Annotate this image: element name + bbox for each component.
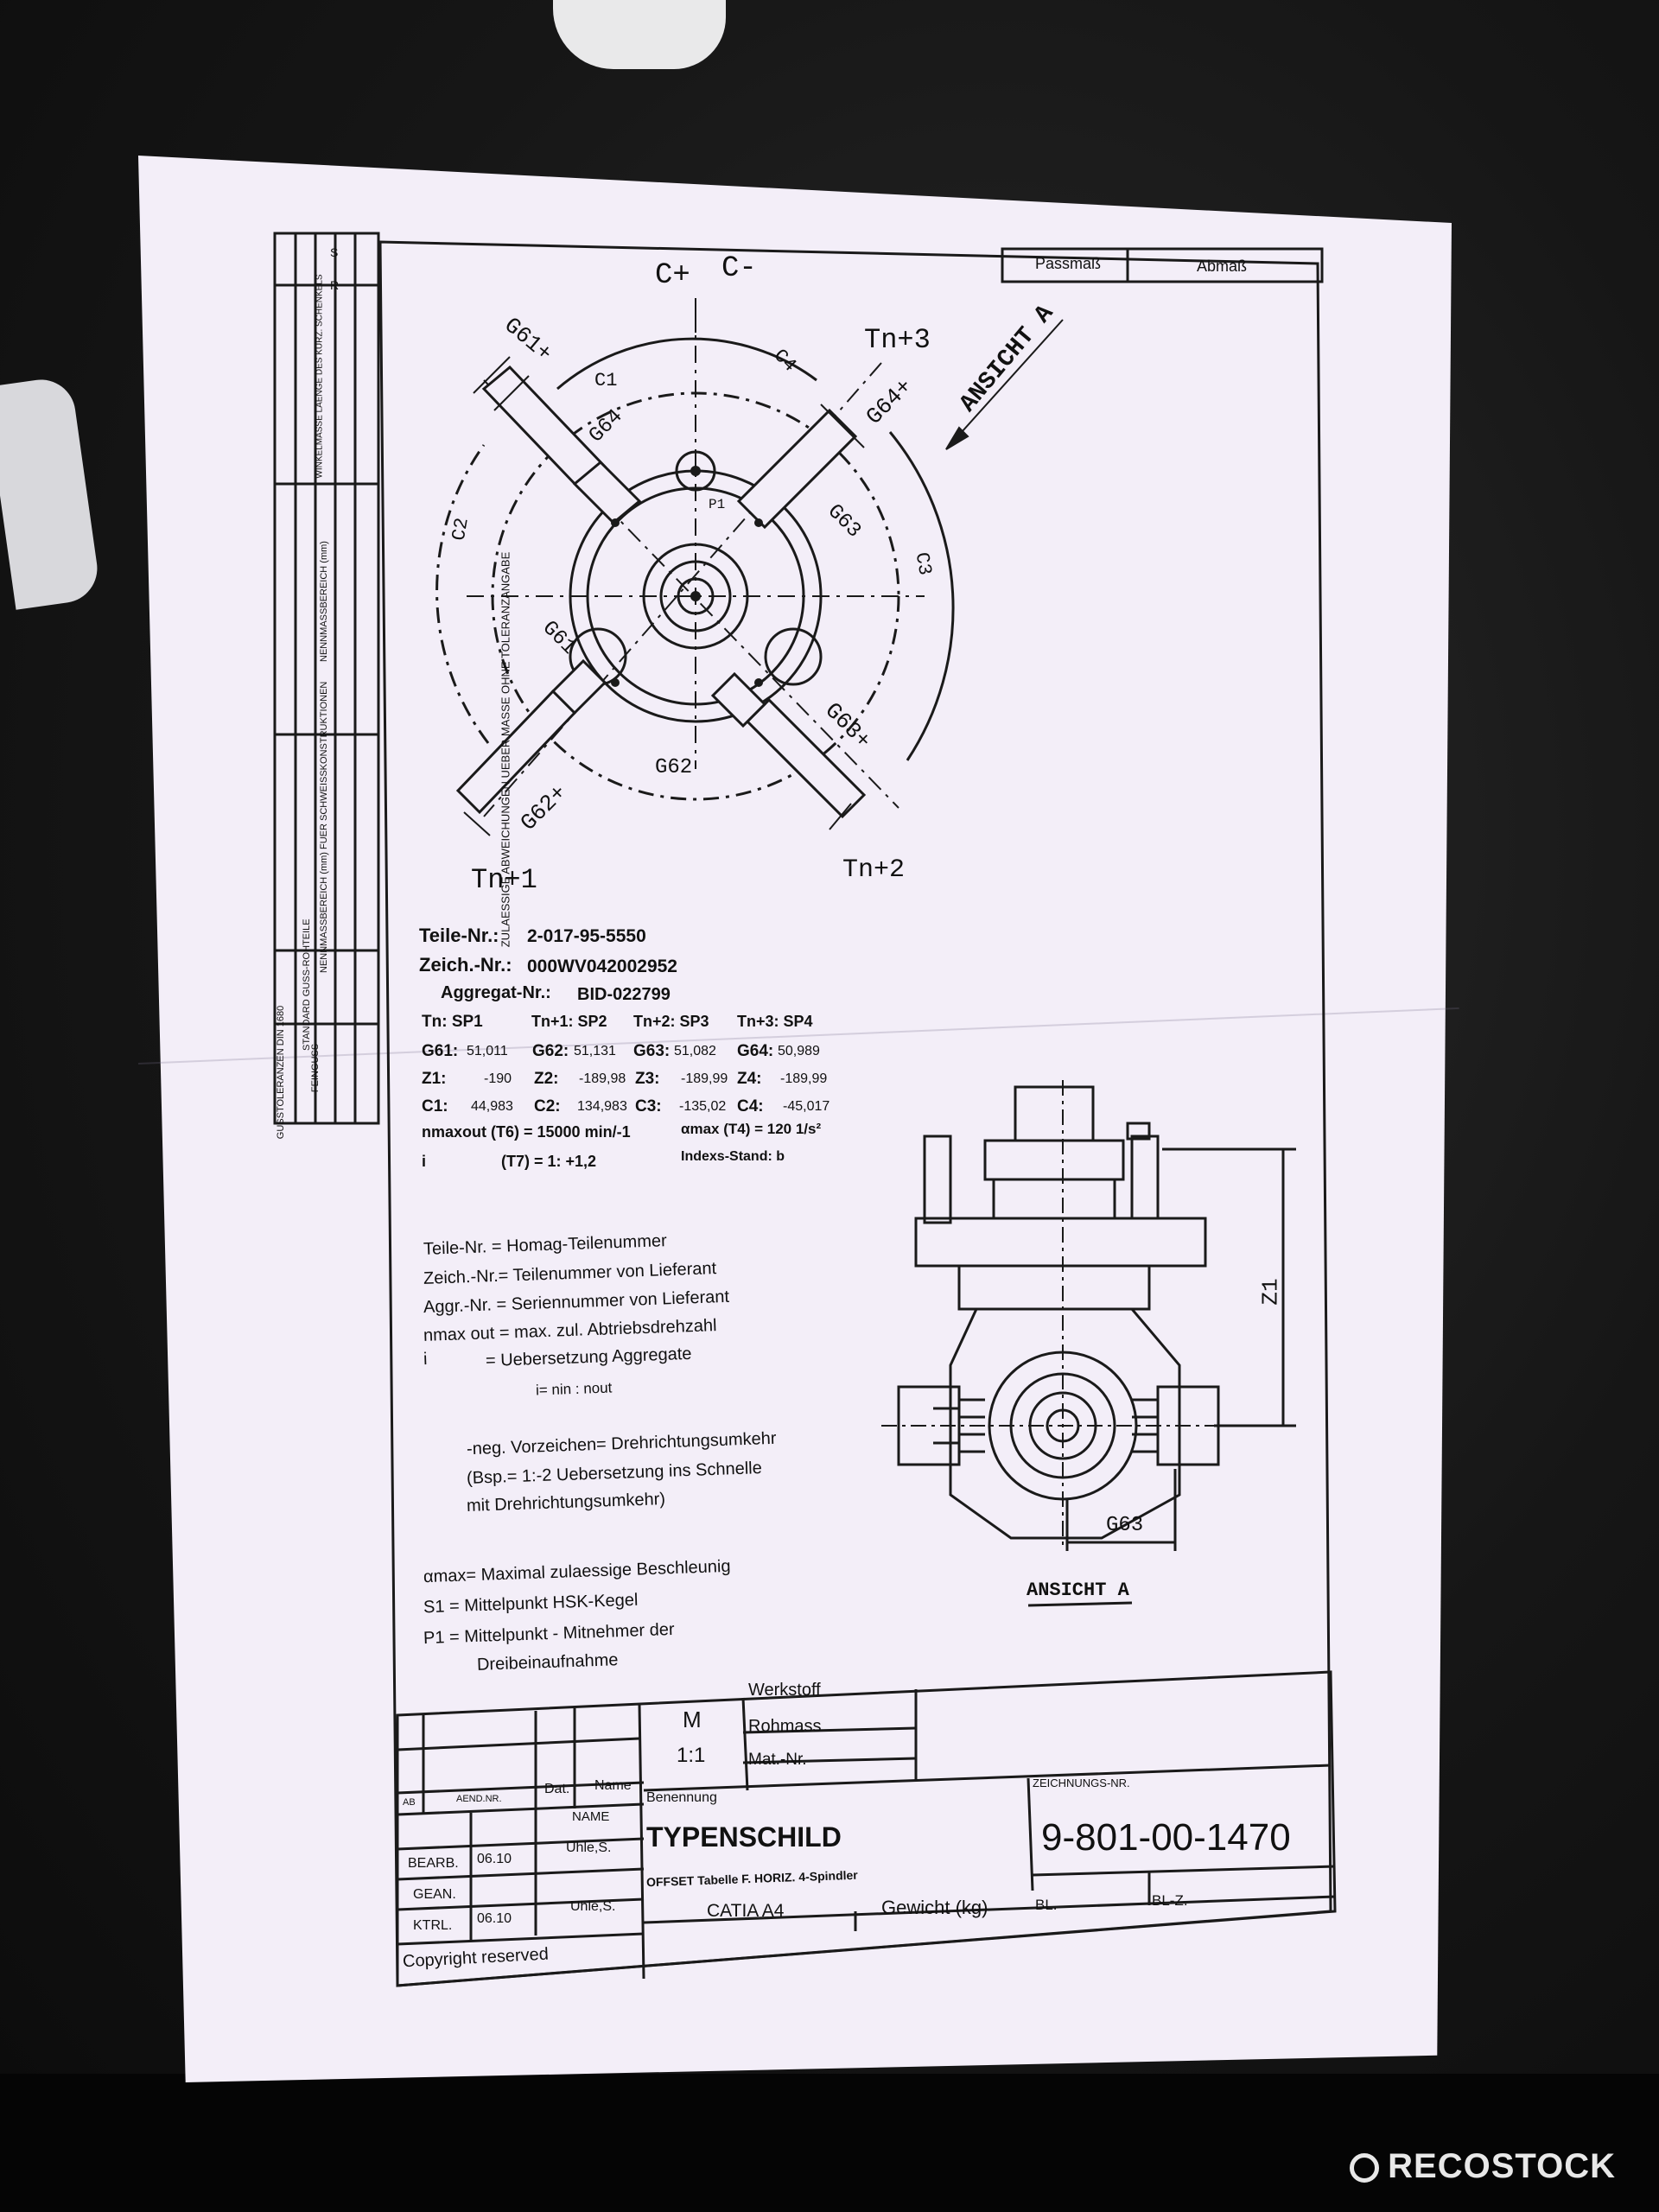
g64-param-value: 50,989 bbox=[778, 1044, 820, 1058]
tolerance-col-nenn: NENNMASSBEREICH (mm) bbox=[319, 541, 329, 662]
g63-param-label: G63: bbox=[633, 1042, 671, 1060]
tolerance-col-winkel: WINKELMASSE LAENGE DES KURZ. SCHENKELS bbox=[315, 274, 325, 479]
ktrl-label: KTRL. bbox=[413, 1918, 453, 1933]
aggregat-value: BID-022799 bbox=[577, 985, 671, 1004]
tolerance-table-frame bbox=[273, 232, 380, 1125]
z4-param-value: -189,99 bbox=[780, 1071, 828, 1086]
watermark-icon bbox=[1350, 2153, 1380, 2183]
tolerance-title: ZULAESSIGE ABWEICHUNGEN UEBER MASSE OHNE… bbox=[499, 551, 512, 948]
z2-param-label: Z2: bbox=[534, 1070, 559, 1088]
tn2-label-param: Tn+2: SP3 bbox=[633, 1013, 709, 1030]
gewicht-label: Gewicht (kg) bbox=[881, 1897, 988, 1918]
c4-param-label: C4: bbox=[737, 1097, 764, 1116]
nmax-line: nmaxout (T6) = 15000 min/-1 bbox=[422, 1123, 631, 1141]
scale-m: M bbox=[683, 1707, 702, 1732]
werkstoff-label: Werkstoff bbox=[748, 1681, 821, 1700]
legend-ratio: i= nin : nout bbox=[535, 1379, 613, 1399]
passmass-label: Passmaß bbox=[1035, 255, 1102, 272]
mat-nr-label: Mat.-Nr. bbox=[748, 1751, 807, 1769]
bearb-date: 06.10 bbox=[477, 1852, 512, 1866]
gean-label: GEAN. bbox=[413, 1887, 456, 1902]
teile-label: Teile-Nr.: bbox=[419, 925, 499, 946]
g62-param-label: G62: bbox=[532, 1042, 569, 1060]
catia-label: CATIA A4 bbox=[707, 1901, 785, 1921]
g64-param-label: G64: bbox=[737, 1042, 774, 1060]
z2-param-value: -189,98 bbox=[579, 1071, 626, 1086]
tn1-label-param: Tn+1: SP2 bbox=[531, 1013, 607, 1030]
c3-param-label: C3: bbox=[635, 1097, 662, 1116]
watermark-text: RECOSTOCK bbox=[1388, 2147, 1616, 2185]
z1-param-label: Z1: bbox=[422, 1070, 447, 1088]
zeichnungs-nr: 9-801-00-1470 bbox=[1041, 1816, 1291, 1859]
g61-param-label: G61: bbox=[422, 1042, 459, 1060]
c4-param-value: -45,017 bbox=[783, 1099, 830, 1114]
tn1-label: Tn+1 bbox=[471, 864, 537, 896]
tolerance-col-s: S bbox=[330, 245, 339, 259]
g62-label: G62 bbox=[655, 756, 693, 779]
c-plus-label: C+ bbox=[655, 259, 690, 292]
z1-param-value: -190 bbox=[484, 1071, 512, 1086]
tn2-label: Tn+2 bbox=[842, 855, 906, 885]
abmass-label: Abmaß bbox=[1197, 257, 1248, 275]
bearb-name: Uhle,S. bbox=[566, 1840, 612, 1855]
blz-label: BL-Z. bbox=[1152, 1892, 1188, 1909]
c1-param-value: 44,983 bbox=[471, 1099, 513, 1114]
ktrl-name: Uhle,S. bbox=[570, 1899, 616, 1914]
drawing-frame bbox=[378, 240, 1332, 1987]
p1-label: P1 bbox=[709, 497, 726, 512]
tolerance-col-weld: NENNMASSBEREICH (mm) FUER SCHWEISSKONSTR… bbox=[319, 681, 329, 973]
name2-label: NAME bbox=[572, 1809, 610, 1824]
z3-param-value: -189,99 bbox=[681, 1071, 728, 1086]
ansicht-a-label: ANSICHT A bbox=[1027, 1580, 1129, 1601]
i-line: (T7) = 1: +1,2 bbox=[501, 1153, 597, 1170]
z3-param-label: Z3: bbox=[635, 1070, 660, 1088]
z4-param-label: Z4: bbox=[737, 1070, 762, 1088]
tolerance-feinguss: FEINGUSS bbox=[310, 1043, 321, 1093]
index-line: Indexs-Stand: b bbox=[681, 1149, 785, 1164]
document-title: TYPENSCHILD bbox=[646, 1821, 842, 1853]
bearb-label: BEARB. bbox=[408, 1856, 459, 1871]
rohmass-label: Rohmass bbox=[748, 1717, 822, 1736]
cloth bbox=[553, 0, 726, 69]
c3-label: C3 bbox=[910, 550, 936, 577]
title-block-frame bbox=[396, 1670, 1337, 1987]
zeich-value: 000WV042002952 bbox=[527, 957, 677, 976]
scale-ratio: 1:1 bbox=[677, 1744, 706, 1767]
tn3-label: Tn+3 bbox=[864, 324, 931, 356]
zeichnungs-label: ZEICHNUNGS-NR. bbox=[1033, 1777, 1130, 1789]
c1-label: C1 bbox=[594, 370, 618, 391]
i-label: i bbox=[422, 1153, 427, 1170]
tn-label: Tn: SP1 bbox=[422, 1013, 483, 1031]
g63-dim-label: G63 bbox=[1106, 1514, 1144, 1537]
g61-param-value: 51,011 bbox=[467, 1044, 508, 1058]
c2-param-label: C2: bbox=[534, 1097, 561, 1116]
c2-label: C2 bbox=[448, 516, 474, 543]
g63-param-value: 51,082 bbox=[674, 1044, 716, 1058]
tolerance-din: GUSSTOLERANZEN DIN 1680 bbox=[276, 1005, 286, 1140]
c3-param-value: -135,02 bbox=[679, 1099, 727, 1114]
name-label: Name bbox=[594, 1778, 632, 1793]
watermark: RECOSTOCK bbox=[1350, 2147, 1616, 2186]
z1-label: Z1 bbox=[1257, 1278, 1284, 1306]
bl-label: BL. bbox=[1035, 1897, 1058, 1913]
ktrl-date: 06.10 bbox=[477, 1911, 512, 1926]
aggregat-label: Aggregat-Nr.: bbox=[441, 983, 551, 1002]
teile-value: 2-017-95-5550 bbox=[527, 926, 646, 946]
benennung-label: Benennung bbox=[646, 1790, 717, 1805]
c-minus-label: C- bbox=[721, 252, 757, 285]
tolerance-col-r: R bbox=[330, 278, 340, 292]
legend-i-symbol: i bbox=[423, 1349, 428, 1370]
c2-param-value: 134,983 bbox=[577, 1099, 627, 1114]
zeich-label: Zeich.-Nr.: bbox=[419, 954, 512, 976]
ab-label: AB bbox=[403, 1797, 416, 1808]
aend-nr-label: AEND.NR. bbox=[456, 1794, 502, 1804]
amax-line: αmax (T4) = 120 1/s² bbox=[681, 1121, 822, 1137]
tn3-label-param: Tn+3: SP4 bbox=[737, 1013, 813, 1030]
dat-label: Dat. bbox=[544, 1782, 570, 1796]
floor bbox=[0, 2074, 1659, 2212]
g62-param-value: 51,131 bbox=[574, 1044, 616, 1058]
c1-param-label: C1: bbox=[422, 1097, 448, 1116]
